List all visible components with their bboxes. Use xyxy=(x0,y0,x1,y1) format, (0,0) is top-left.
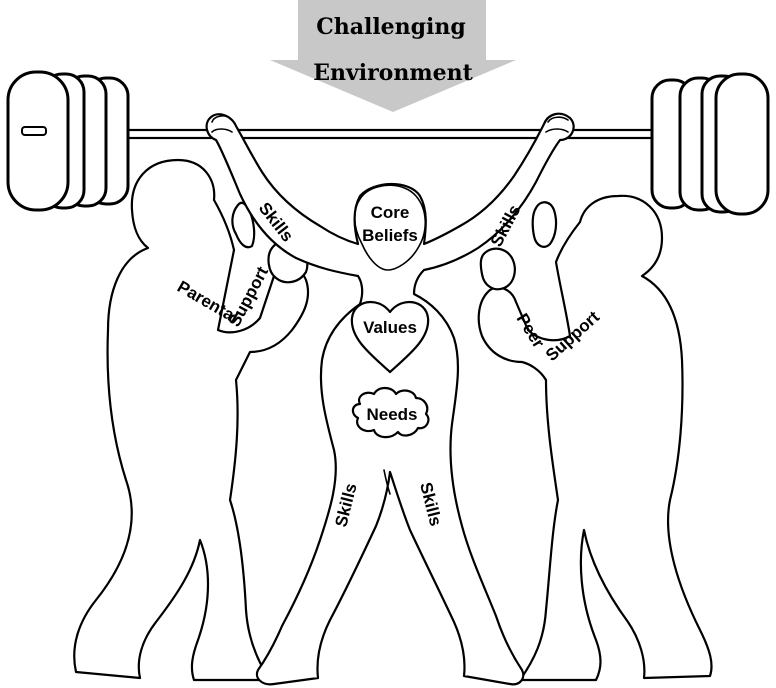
right-spotter-hand xyxy=(533,202,556,247)
arrow-label-line2: Environment xyxy=(313,60,473,86)
right-spotter-lower-hand xyxy=(481,249,515,290)
arrow-label-line1: Challenging xyxy=(316,14,466,40)
heart-label: Values xyxy=(363,318,417,337)
central-lifter-figure: Core Beliefs Values Needs Skills Skills … xyxy=(207,114,574,685)
right-plate-outer xyxy=(716,74,768,214)
barbell-bar xyxy=(120,130,692,138)
challenging-environment-arrow: Challenging Environment xyxy=(270,0,516,112)
right-spotter-figure: Peer Support xyxy=(479,196,712,680)
cloud-label: Needs xyxy=(366,405,417,424)
left-plate-outer xyxy=(8,72,68,210)
head-label-core: Core xyxy=(371,203,410,222)
head-label-beliefs: Beliefs xyxy=(362,226,418,245)
left-plate-sleeve xyxy=(22,127,46,135)
